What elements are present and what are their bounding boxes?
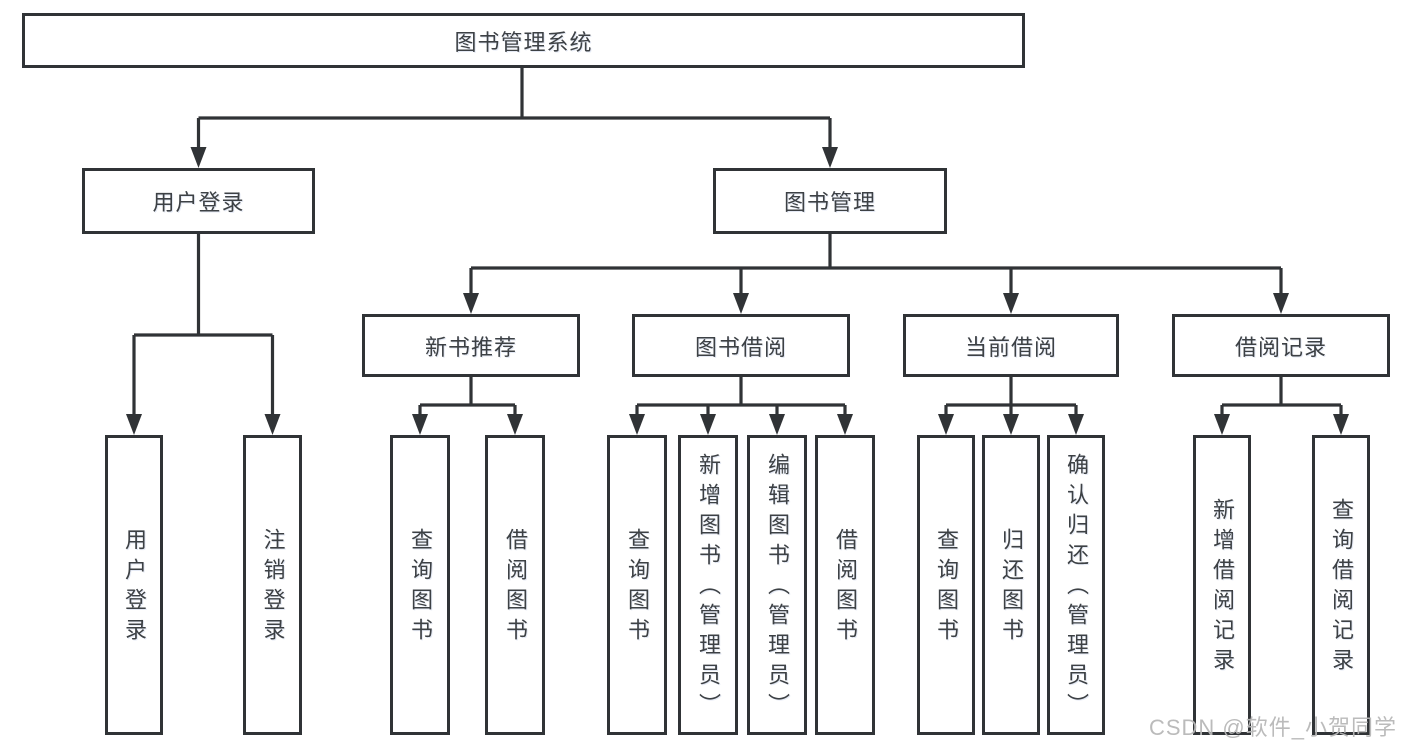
leaf-query-borrow-record: 查询借阅记录 (1312, 435, 1370, 735)
leaf-return-books: 归还图书 (982, 435, 1040, 735)
leaf-recommend-query-books: 查询图书 (390, 435, 450, 735)
node-library-management-system: 图书管理系统 (22, 13, 1025, 68)
leaf-edit-books-admin: 编辑图书（管理员） (747, 435, 807, 735)
leaf-add-books-admin: 新增图书（管理员） (678, 435, 738, 735)
leaf-confirm-return-admin: 确认归还（管理员） (1047, 435, 1105, 735)
leaf-add-borrow-record: 新增借阅记录 (1193, 435, 1251, 735)
arrowheads (126, 147, 1349, 435)
node-user-login: 用户登录 (82, 168, 315, 234)
csdn-watermark: CSDN @软件_小贺同学 (1148, 715, 1397, 740)
node-new-book-recommend: 新书推荐 (362, 314, 580, 377)
leaf-recommend-borrow-books: 借阅图书 (485, 435, 545, 735)
leaf-borrow-books: 借阅图书 (815, 435, 875, 735)
leaf-current-query-books: 查询图书 (917, 435, 975, 735)
node-borrow-records: 借阅记录 (1172, 314, 1390, 377)
leaf-borrow-query-books: 查询图书 (607, 435, 667, 735)
node-book-management: 图书管理 (713, 168, 947, 234)
node-book-borrow: 图书借阅 (632, 314, 850, 377)
connector-segments (132, 68, 1343, 417)
node-current-borrow: 当前借阅 (903, 314, 1119, 377)
leaf-logout: 注销登录 (243, 435, 302, 735)
leaf-user-login: 用户登录 (105, 435, 163, 735)
